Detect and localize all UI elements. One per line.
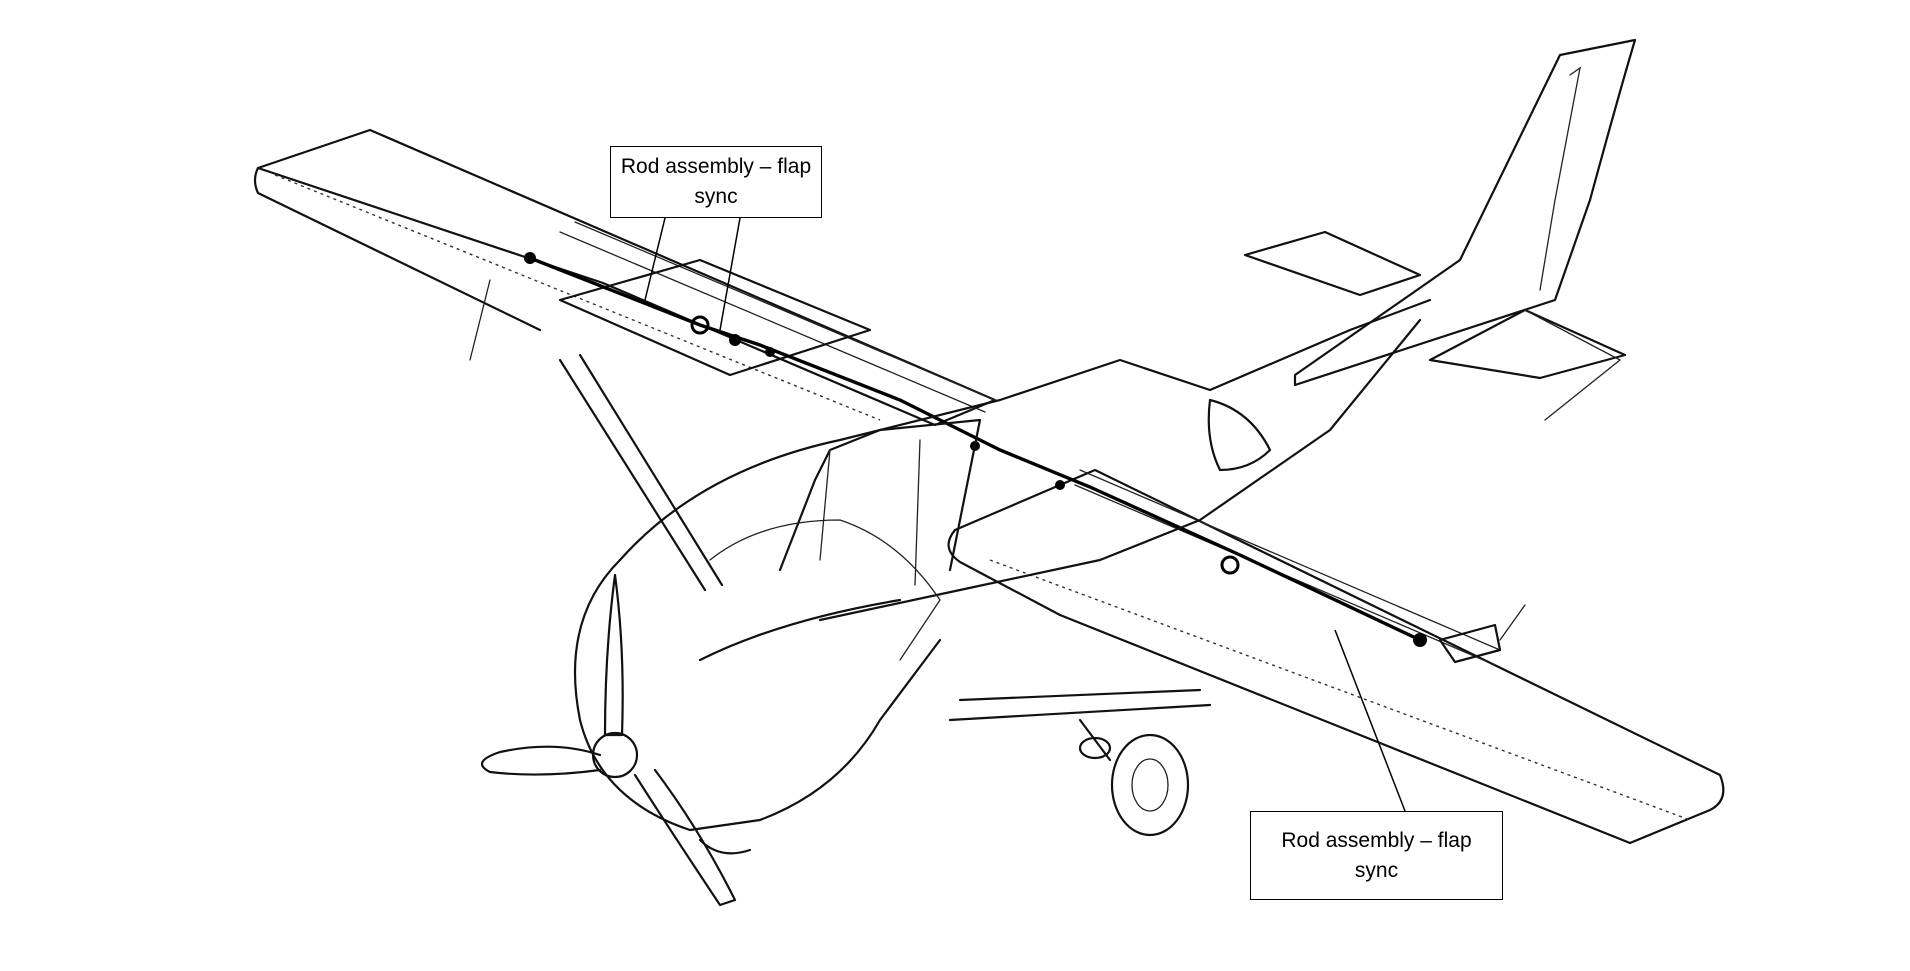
propeller [480, 573, 737, 907]
callout-upper-text: Rod assembly – flap sync [620, 155, 812, 208]
callout-lower-text: Rod assembly – flap sync [1281, 828, 1472, 882]
lower-leader [1334, 629, 1406, 812]
tail [1243, 38, 1637, 421]
upper-leader-2 [719, 217, 741, 331]
upper-leader-1 [644, 217, 666, 301]
callout-rod-assembly-upper: Rod assembly – flap sync [610, 146, 822, 218]
callout-leaders [644, 217, 1406, 812]
landing-gear [698, 718, 1190, 855]
right-wing [947, 468, 1725, 845]
callout-rod-assembly-lower: Rod assembly – flap sync [1250, 811, 1503, 900]
fuselage [574, 298, 1432, 832]
wing-strut [558, 353, 1212, 722]
